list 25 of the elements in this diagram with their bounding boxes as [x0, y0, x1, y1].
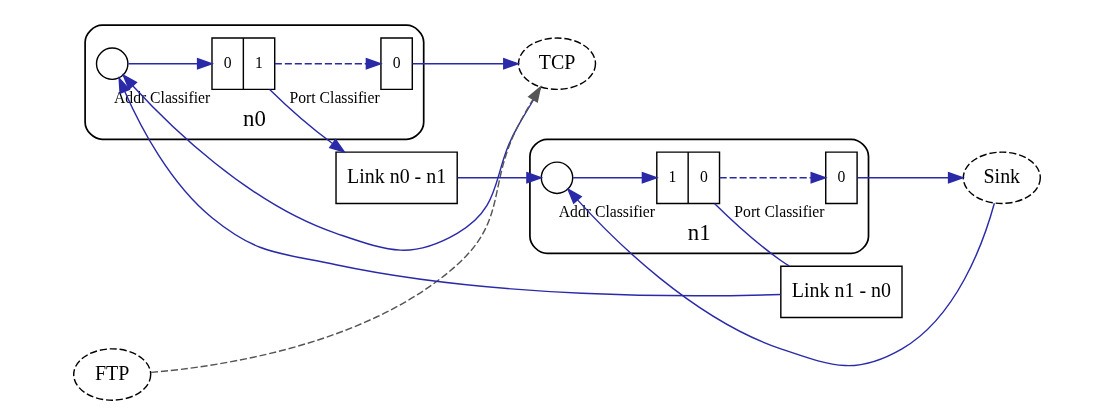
node-box: 0 — [380, 37, 413, 91]
node-circle — [540, 161, 574, 195]
node-label: Port Classifier — [734, 202, 825, 220]
node-box: 0 — [825, 151, 858, 205]
arrow — [566, 187, 996, 367]
connector — [713, 202, 790, 267]
arrow — [118, 76, 782, 297]
arrow — [127, 57, 215, 70]
node-ellipse: TCP — [517, 37, 597, 91]
arrow — [150, 85, 542, 374]
node-circle — [95, 47, 129, 81]
node-box: Link n1 - n0 — [780, 265, 903, 319]
node-box: Link n0 - n1 — [335, 151, 458, 205]
arrow — [718, 171, 828, 184]
arrow — [274, 57, 383, 70]
arrow — [456, 171, 544, 184]
node-ellipse: Sink — [962, 151, 1041, 205]
arrow — [856, 171, 965, 184]
node-ellipse: FTP — [73, 348, 152, 401]
node-label: Addr Classifier — [558, 202, 655, 220]
node-label: Port Classifier — [289, 88, 380, 106]
arrow — [572, 171, 659, 184]
arrow — [268, 88, 347, 154]
arrow — [121, 73, 542, 251]
arrow — [411, 57, 521, 70]
